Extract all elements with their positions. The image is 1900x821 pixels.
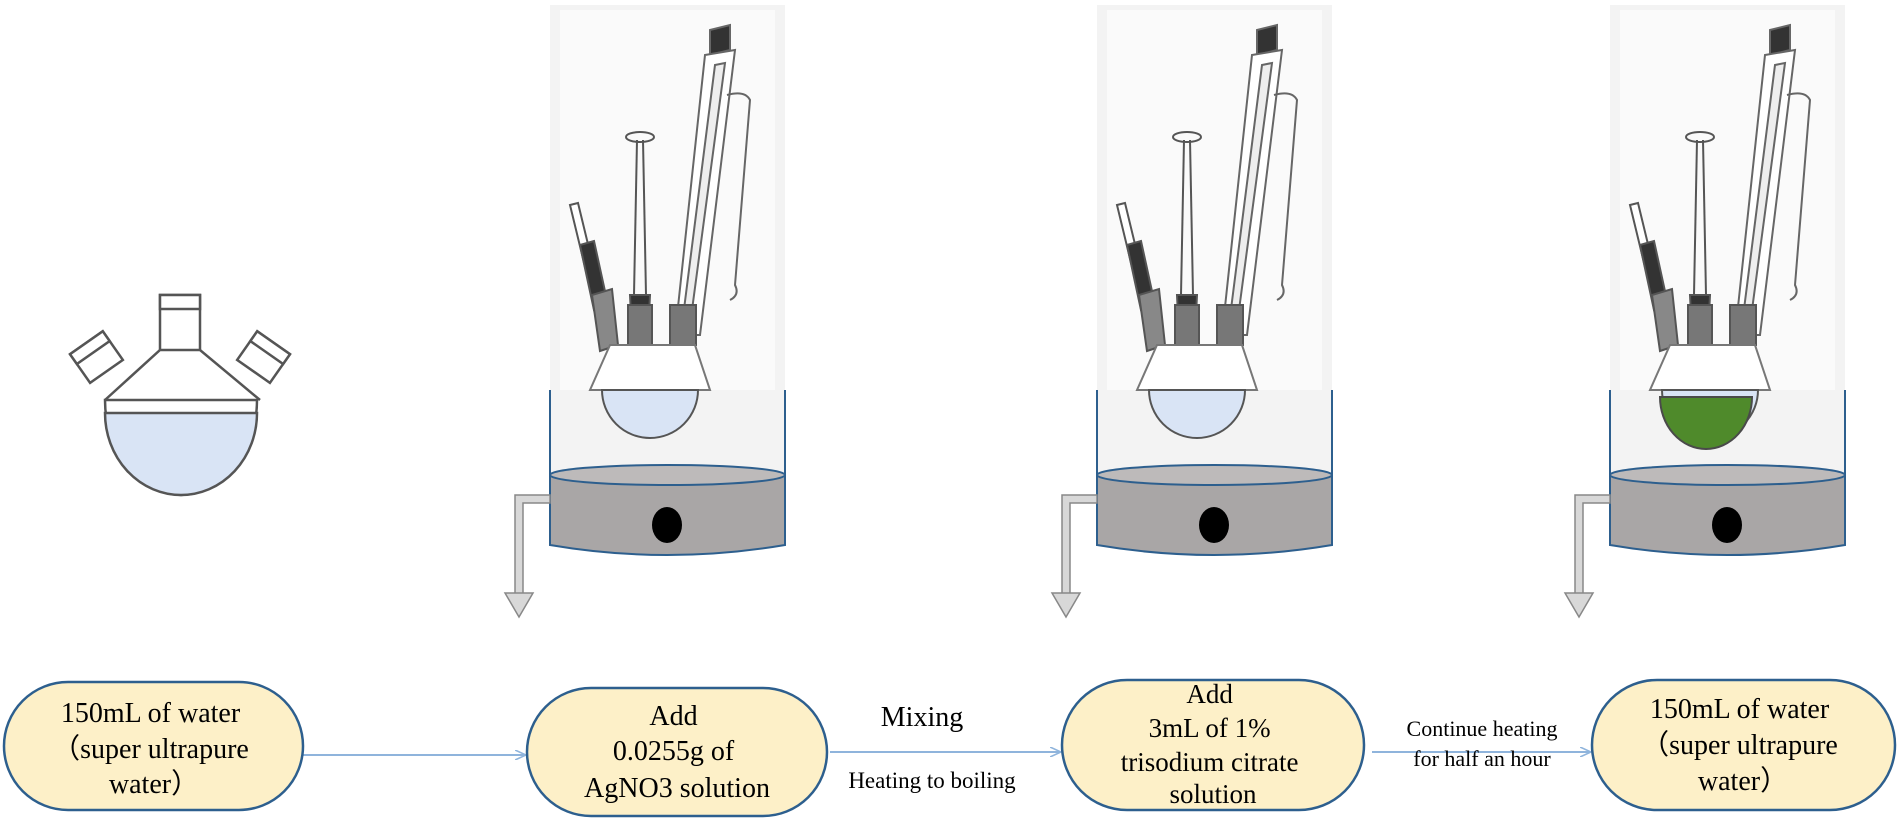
- svg-text:150mL of water （super ul: 150mL of water （super ultrapure water）: [1641, 694, 1845, 797]
- svg-text:Add 0.0255g of AgN: Add 0.0255g of AgNO3 solution: [584, 701, 770, 804]
- step-2-line-3: AgNO3 solution: [584, 773, 770, 804]
- step-1-line-2: （super ultrapure: [52, 733, 249, 765]
- step-3-line-2: 3mL of 1%: [1149, 713, 1271, 743]
- step-4-line-2: （super ultrapure: [1641, 729, 1838, 761]
- step-box-1: 150mL of water （super ultrapure water）: [2, 680, 305, 812]
- svg-text:150mL of water （super ul: 150mL of water （super ultrapure water）: [52, 698, 256, 800]
- apparatus-1-icon: [504, 4, 786, 618]
- step-box-3: Add 3mL of 1% trisodium citrate solution: [1060, 678, 1366, 812]
- continue-heating-label-1: Continue heating: [1407, 716, 1558, 741]
- step-3-line-1: Add: [1186, 679, 1233, 709]
- step-2-line-1: Add: [649, 701, 697, 732]
- step-box-2: Add 0.0255g of AgNO3 solution: [525, 686, 829, 818]
- step-box-4: 150mL of water （super ultrapure water）: [1590, 678, 1897, 812]
- svg-text:Add 3mL of 1% tri: Add 3mL of 1% trisodium citrate solution: [1121, 679, 1305, 809]
- heating-label: Heating to boiling: [848, 768, 1016, 793]
- step-4-line-1: 150mL of water: [1650, 694, 1830, 725]
- mixing-label: Mixing: [881, 702, 963, 733]
- continue-heating-label-2: for half an hour: [1413, 746, 1551, 771]
- three-neck-flask-icon: [68, 293, 292, 497]
- step-2-line-2: 0.0255g of: [613, 736, 735, 767]
- step-1-line-3: water）: [109, 768, 199, 800]
- step-3-line-4: solution: [1169, 779, 1257, 809]
- apparatus-3-icon: [1564, 4, 1846, 618]
- step-1-line-1: 150mL of water: [61, 698, 241, 729]
- step-3-line-3: trisodium citrate: [1121, 747, 1299, 777]
- step-4-line-3: water）: [1698, 765, 1788, 797]
- apparatus-2-icon: [1051, 4, 1333, 618]
